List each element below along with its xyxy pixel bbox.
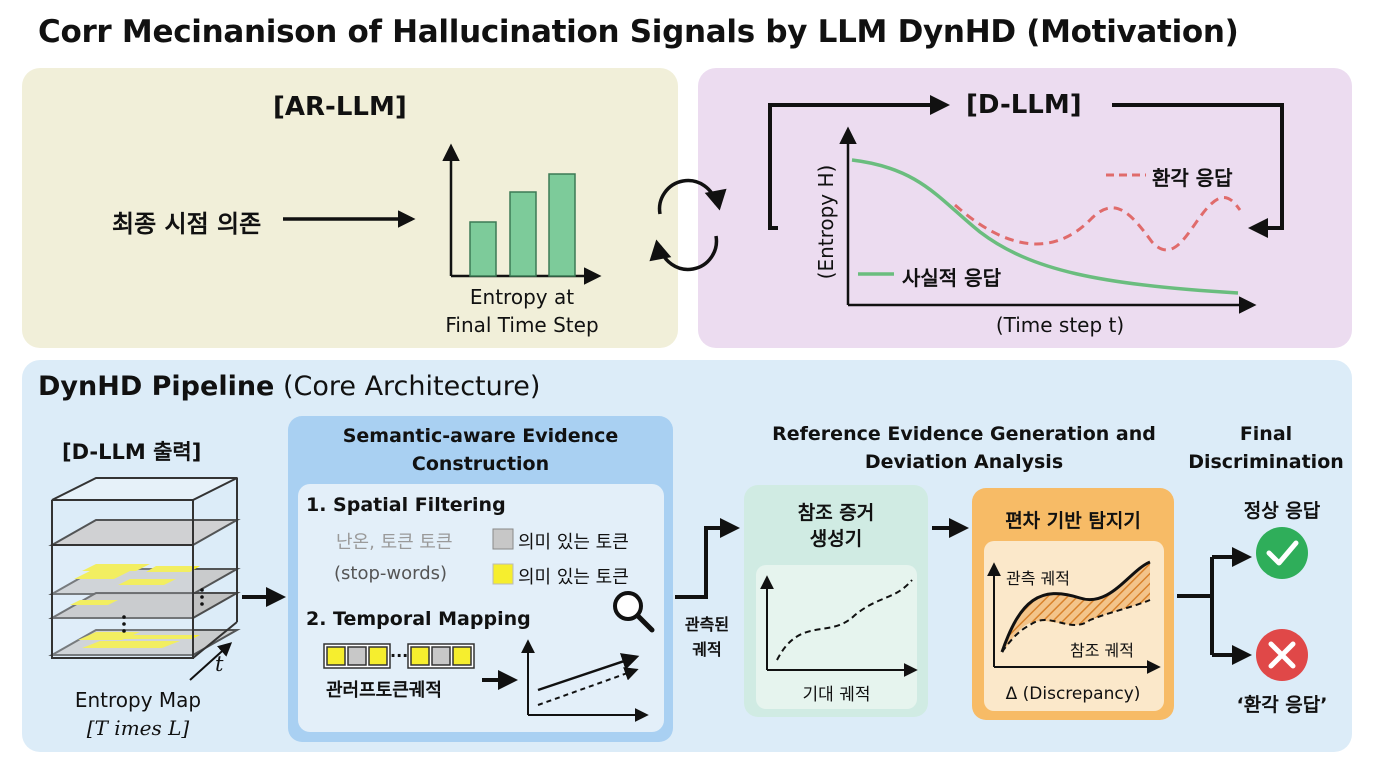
ar-chart [442, 143, 602, 285]
ref-gen-title-2: 생성기 [809, 528, 863, 550]
entropy-map-cube [48, 477, 241, 681]
ar-chart-caption-1: Entropy at [469, 285, 575, 309]
spatial-row1-right: 의미 있는 토큰 [518, 532, 629, 553]
deviation-plot [987, 560, 1161, 674]
pipeline-title: DynHD Pipeline (Core Architecture) [38, 371, 540, 402]
sec-title-2: Construction [411, 453, 550, 475]
ar-bar-3 [548, 173, 576, 277]
spatial-row2-right: 의미 있는 토큰 [518, 567, 629, 588]
spatial-row1-left: 난온, 토큰 토큰 [336, 532, 453, 553]
entropy-map-label-2: [T imes L] [86, 716, 190, 740]
temporal-sequence [323, 643, 475, 669]
d-llm-y-axis-label: (Entropy H) [814, 164, 838, 280]
dev-observed-label: 관측 궤적 [1006, 569, 1070, 588]
dev-reference-label: 참조 궤적 [1070, 641, 1134, 660]
ar-chart-caption-2: Final Time Step [445, 313, 599, 337]
final-title-1: Final [1239, 423, 1293, 445]
ar-llm-left-label: 최종 시점 의존 [112, 210, 262, 238]
temporal-mini-plot [521, 639, 649, 722]
d-llm-x-axis-label: (Time step t) [995, 313, 1125, 337]
temporal-sequence-dots: ... [390, 642, 409, 661]
legend-hallucinated-label: 환각 응답 [1152, 166, 1233, 190]
temporal-label: 관러프토큰궤적 [326, 680, 442, 701]
ref-gen-caption: 기대 궤적 [802, 685, 871, 705]
normal-response-label: 정상 응답 [1243, 500, 1321, 522]
magnifier-icon [613, 591, 655, 633]
reference-generator-plot-area [756, 565, 917, 709]
reference-plot [760, 575, 918, 677]
ref-gen-title-1: 참조 증거 [797, 502, 875, 524]
factual-curve [851, 158, 1239, 295]
observed-label-1: 관측된 [684, 615, 730, 634]
input-title: [D-LLM 출력] [62, 440, 202, 464]
main-title: Corr Mecinanison of Hallucination Signal… [38, 14, 1239, 50]
ref-header-2: Deviation Analysis [864, 451, 1064, 473]
d-llm-title: [D-LLM] [966, 90, 1082, 120]
arrow-to-reference [675, 518, 740, 599]
refresh-cycle-icon [649, 178, 727, 272]
final-title-2: Discrimination [1188, 451, 1344, 473]
ar-bar-1 [469, 221, 497, 277]
ar-bar-2 [509, 191, 537, 277]
cube-axis-label: t [215, 652, 224, 676]
dev-title: 편차 기반 탐지기 [1005, 510, 1141, 532]
cross-circle-icon [1256, 629, 1308, 681]
gray-token-swatch [492, 528, 514, 550]
pipeline-title-rest: (Core Architecture) [282, 371, 541, 402]
pipeline-title-bold: DynHD Pipeline [38, 371, 275, 402]
ar-llm-title: [AR-LLM] [273, 92, 407, 122]
check-circle-icon [1256, 527, 1308, 579]
final-fork-arrows [1177, 547, 1252, 665]
observed-label-2: 궤적 [692, 640, 722, 659]
ref-header-1: Reference Evidence Generation and [772, 423, 1156, 445]
d-llm-chart [839, 126, 1257, 314]
sec-title-1: Semantic-aware Evidence [342, 425, 619, 447]
entropy-map-label-1: Entropy Map [74, 688, 202, 712]
temporal-mapping-title: 2. Temporal Mapping [306, 608, 531, 630]
dev-caption: Δ (Discrepancy) [1005, 684, 1141, 704]
semantic-evidence-inner [298, 484, 664, 732]
yellow-token-swatch [492, 563, 514, 585]
legend-factual-label: 사실적 응답 [902, 266, 1001, 290]
hallucinated-response-label: ‘환각 응답’ [1236, 694, 1328, 716]
d-llm-loop-arrow [768, 95, 1284, 238]
spatial-row2-left: (stop-words) [334, 563, 448, 584]
spatial-filtering-title: 1. Spatial Filtering [306, 494, 506, 516]
